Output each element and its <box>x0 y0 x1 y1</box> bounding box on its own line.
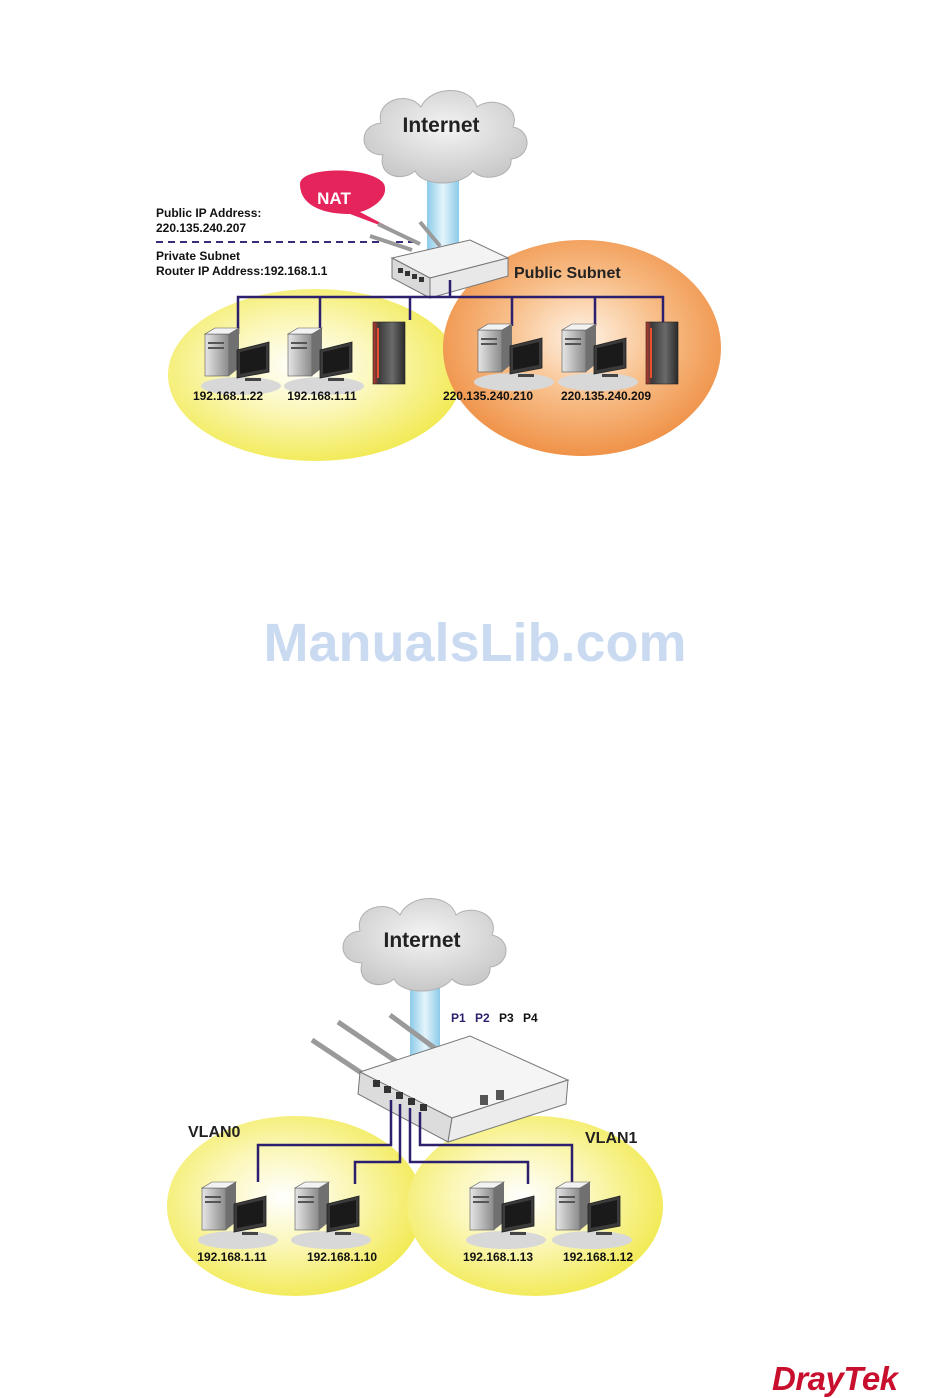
public-ip-label: Public IP Address: <box>156 206 261 220</box>
host-label: 220.135.240.210 <box>443 389 533 403</box>
public-subnet-label: Public Subnet <box>514 265 621 282</box>
port-label-p2: P2 <box>475 1011 490 1025</box>
host-label: 192.168.1.10 <box>307 1250 377 1264</box>
watermark: ManualsLib.com <box>0 612 950 674</box>
vlan1-label: VLAN1 <box>585 1130 638 1147</box>
port-label-p4: P4 <box>523 1011 538 1025</box>
port-label-p1: P1 <box>451 1011 466 1025</box>
router-ip-label: Router IP Address:192.168.1.1 <box>156 264 328 278</box>
host-label: 220.135.240.209 <box>561 389 651 403</box>
vlan0-label: VLAN0 <box>188 1124 241 1141</box>
private-subnet-label: Private Subnet <box>156 249 240 263</box>
draytek-logo: DrayTek <box>772 1360 898 1398</box>
diagram-nat: Internet NAT Public IP Address: 220.135.… <box>156 91 721 462</box>
nat-label: NAT <box>317 189 351 208</box>
server-icon <box>646 322 678 384</box>
host-label: 192.168.1.22 <box>193 389 263 403</box>
public-ip-value: 220.135.240.207 <box>156 221 246 235</box>
port-label-p3: P3 <box>499 1011 514 1025</box>
server-icon <box>373 322 405 384</box>
host-label: 192.168.1.13 <box>463 1250 533 1264</box>
host-label: 192.168.1.11 <box>197 1250 267 1264</box>
host-label: 192.168.1.11 <box>287 389 357 403</box>
diagram-vlan: Internet P1 P2 P3 P4 VLAN0 VLAN1 <box>167 899 663 1297</box>
internet-label: Internet <box>383 929 460 952</box>
host-label: 192.168.1.12 <box>563 1250 633 1264</box>
internet-label: Internet <box>402 114 479 137</box>
